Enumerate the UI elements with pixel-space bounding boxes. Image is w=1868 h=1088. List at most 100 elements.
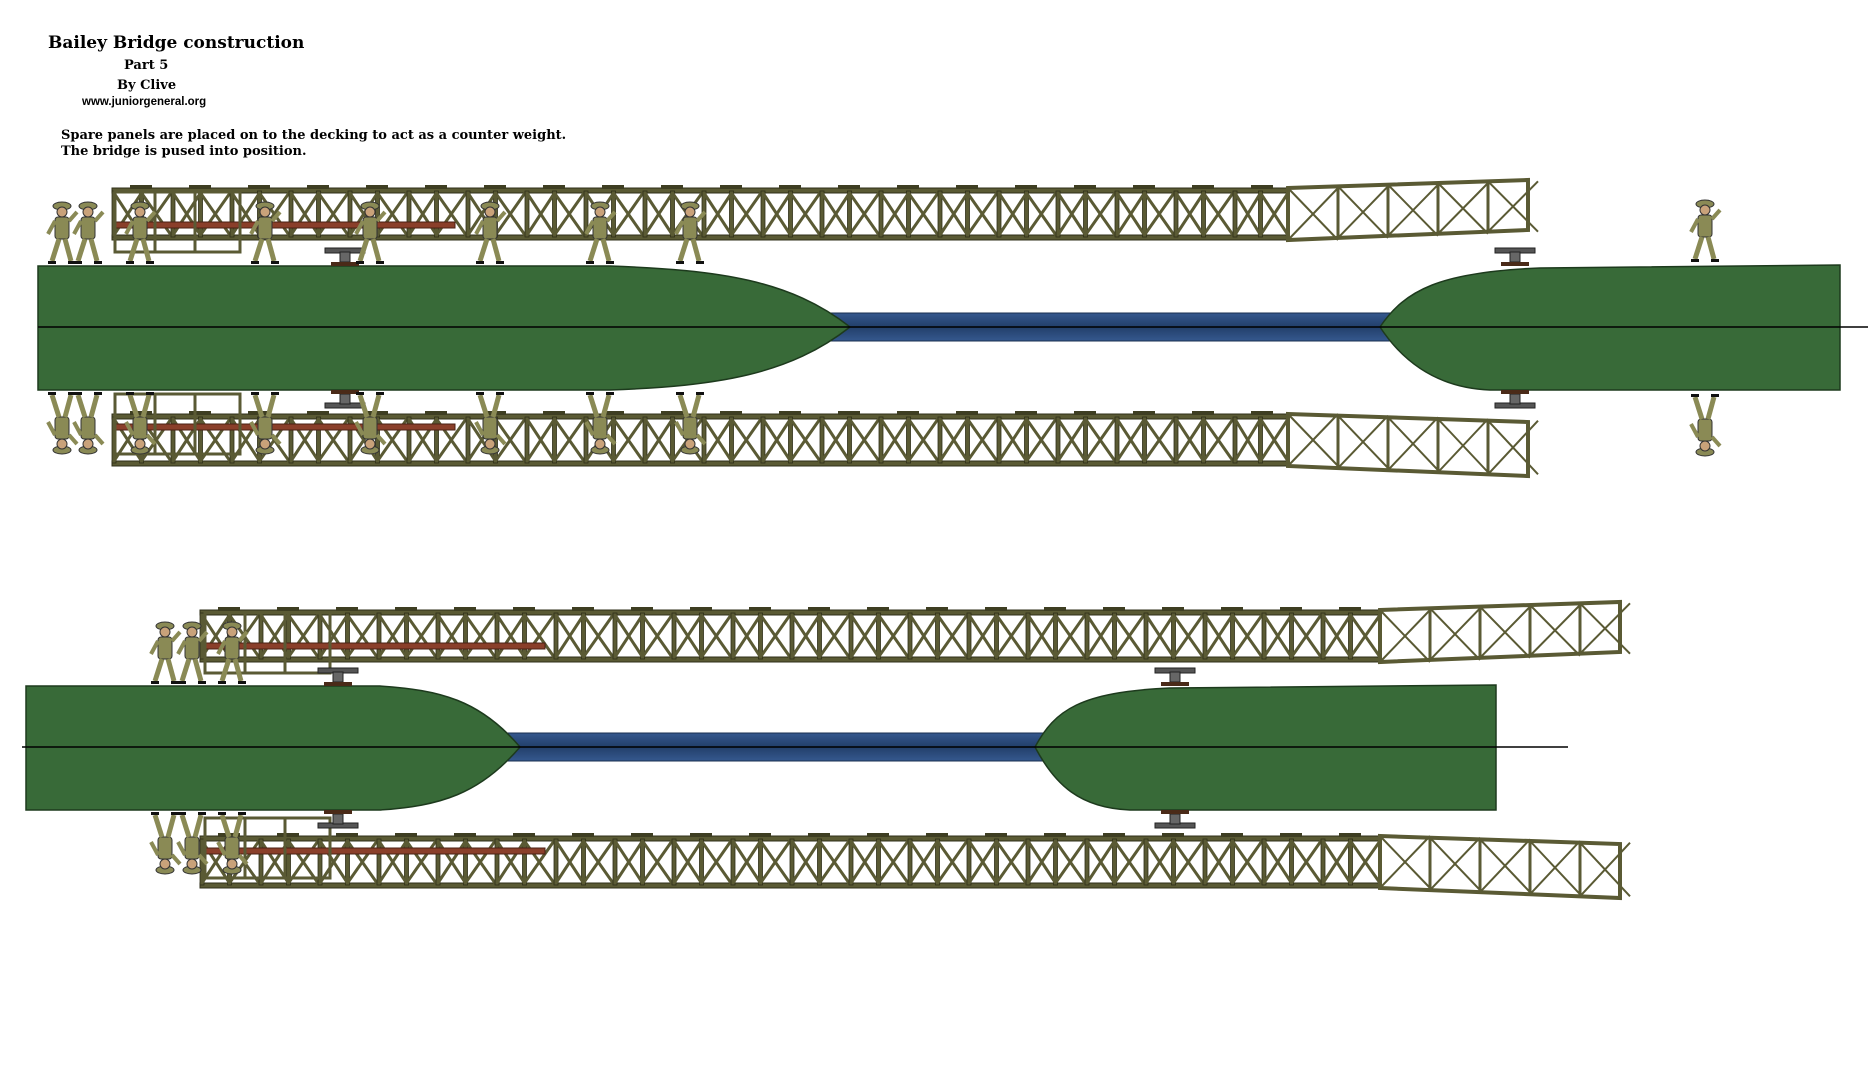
truss-brace [1321, 840, 1352, 884]
truss-bolt-plate [749, 833, 771, 837]
truss-bolt-plate [218, 607, 240, 611]
truss-brace [523, 840, 556, 884]
truss-brace [879, 192, 910, 236]
soldier-leg [265, 238, 277, 262]
soldier-boot [586, 392, 594, 395]
truss-brace [1143, 418, 1176, 462]
soldier-torso [682, 216, 698, 240]
truss-post [848, 838, 854, 886]
truss-bolt-plate [1192, 411, 1214, 415]
lower-truss-side [111, 411, 1539, 479]
soldier-boot [151, 681, 159, 684]
soldier-arm [674, 421, 685, 436]
soldier-head [364, 206, 376, 218]
website-link[interactable]: www.juniorgeneral.org [82, 96, 207, 108]
truss-post [1142, 190, 1147, 238]
truss-bolt-plate [838, 411, 860, 415]
truss-post [640, 838, 645, 886]
soldier-arm [584, 220, 595, 235]
truss-brace [1231, 614, 1264, 658]
truss-post [435, 612, 441, 660]
soldier-head [484, 438, 496, 450]
soldier-leg [152, 658, 165, 682]
truss-post [552, 416, 557, 464]
nose-brace [1487, 180, 1539, 233]
soldier-boot [251, 261, 259, 264]
truss-post [671, 838, 677, 886]
truss-brace [554, 840, 585, 884]
nose-brace [1487, 419, 1539, 476]
soldier-leg [62, 394, 74, 418]
truss-post [1230, 612, 1235, 660]
lower-roller [1494, 390, 1536, 409]
truss-brace [1026, 614, 1057, 658]
truss-post [937, 190, 943, 238]
truss-brace [1025, 418, 1058, 462]
truss-post [1201, 190, 1206, 238]
soldier-leg [600, 238, 612, 262]
truss-post [1083, 190, 1088, 238]
nose-brace [1379, 835, 1431, 889]
truss-post [670, 416, 675, 464]
soldier-boot [1691, 394, 1699, 397]
soldier-far-bank-upper [1689, 199, 1722, 262]
truss-bolt-plate [1103, 833, 1125, 837]
truss-top-chord [111, 187, 1289, 194]
soldier-head [226, 626, 238, 638]
truss-bolt-plate [897, 185, 919, 189]
truss-post [1230, 838, 1235, 886]
truss-bolt-plate [1339, 607, 1361, 611]
soldier-torso [592, 216, 608, 240]
truss-brace [936, 840, 969, 884]
truss-post [965, 190, 970, 238]
truss-bolt-plate [543, 411, 565, 415]
truss-post [522, 612, 527, 660]
soldier-torso [257, 416, 273, 440]
roller-base [331, 262, 359, 266]
truss-post [966, 838, 972, 886]
truss-bolt-plate [661, 411, 683, 415]
soldier-leg [1692, 396, 1705, 420]
truss-post [170, 416, 176, 464]
truss-post [1348, 838, 1353, 886]
soldier-head [259, 438, 271, 450]
truss-post [376, 838, 382, 886]
soldier-boot [146, 261, 154, 264]
truss-brace [1259, 418, 1290, 462]
truss-bolt-plate [985, 833, 1007, 837]
truss-brace [907, 418, 940, 462]
soldier-leg [490, 238, 502, 262]
truss-bolt-plate [572, 607, 594, 611]
soldier-boot [68, 392, 76, 395]
truss-brace [1025, 192, 1058, 236]
truss-post [288, 416, 294, 464]
truss-brace [494, 192, 527, 236]
truss-brace [1233, 418, 1262, 462]
truss-post [1320, 612, 1326, 660]
upper-roller-far [1154, 667, 1196, 686]
truss-bolt-plate [838, 185, 860, 189]
upper-roller [1494, 247, 1536, 266]
truss-post [1173, 190, 1179, 238]
soldier-leg [165, 814, 177, 838]
truss-brace [525, 418, 556, 462]
truss-brace [346, 614, 379, 658]
upper-decking-load [113, 190, 456, 254]
truss-brace [879, 418, 910, 462]
truss-brace [495, 614, 526, 658]
soldier-arm [67, 210, 79, 223]
soldier-lower [46, 392, 79, 455]
truss-bolt-plate [307, 411, 329, 415]
launching-nose-frame [1378, 599, 1622, 665]
truss-post [817, 838, 822, 886]
truss-brace [789, 192, 822, 236]
truss-bolt-plate [1044, 607, 1066, 611]
truss-bolt-plate [1044, 833, 1066, 837]
soldier-boot [94, 261, 102, 264]
truss-bolt-plate [749, 607, 771, 611]
truss-brace [702, 192, 733, 236]
soldier-arm [67, 433, 79, 446]
truss-bolt-plate [808, 833, 830, 837]
soldier-arm [474, 421, 485, 436]
soldier-boot [238, 812, 246, 815]
